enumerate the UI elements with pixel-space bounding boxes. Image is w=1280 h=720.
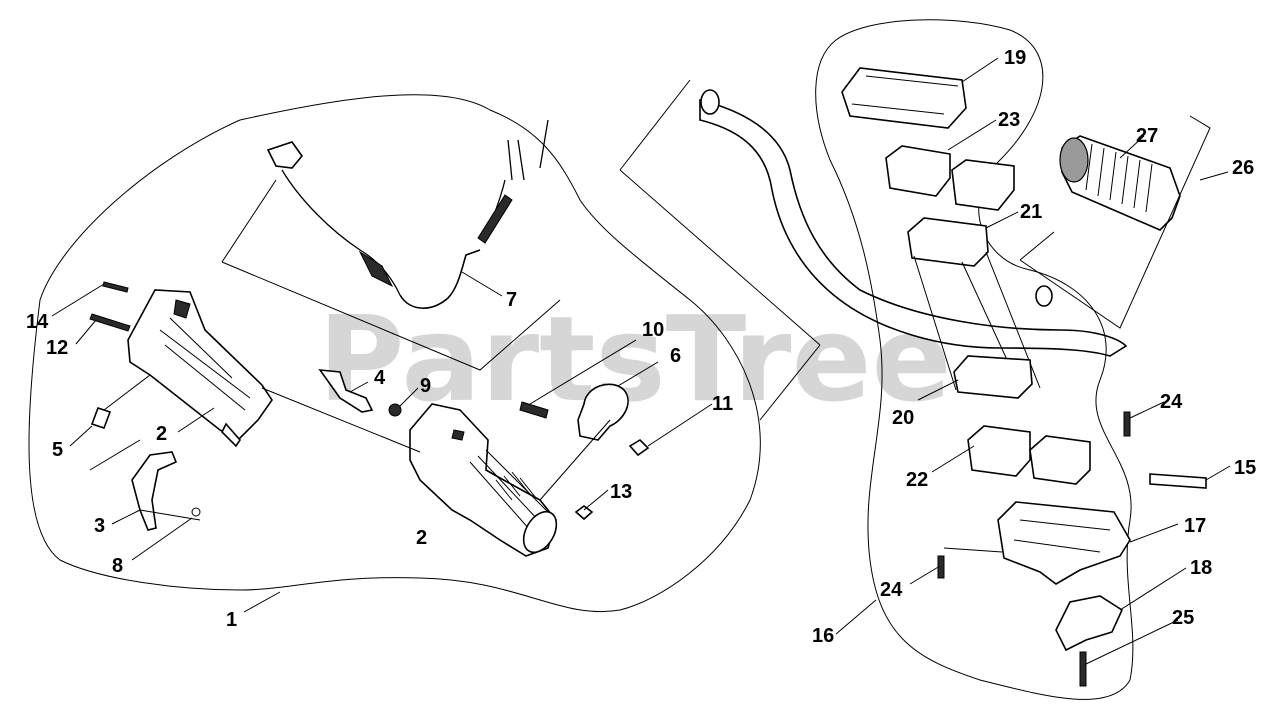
watermark: PartsTree (318, 290, 952, 428)
callout-22: 22 (906, 469, 928, 491)
callout-2-left: 2 (156, 423, 167, 445)
screw-12 (89, 313, 131, 332)
callout-6: 6 (670, 345, 681, 367)
assembly-1-boundary (28, 94, 761, 613)
screw-14 (102, 281, 129, 293)
callout-10: 10 (642, 319, 664, 341)
callout-1: 1 (226, 609, 237, 631)
callout-11: 11 (712, 393, 733, 415)
right-handle-grip (409, 403, 558, 557)
callout-18: 18 (1190, 557, 1212, 579)
callout-9: 9 (420, 375, 431, 397)
callout-17: 17 (1184, 515, 1206, 537)
nut-13 (574, 505, 594, 521)
callout-27: 27 (1136, 125, 1158, 147)
cover-19 (841, 67, 967, 129)
screw-24-upper (1123, 411, 1131, 437)
left-handle-housing (127, 289, 273, 448)
callout-4: 4 (374, 367, 386, 389)
housing-17 (997, 501, 1131, 585)
callout-26: 26 (1232, 157, 1254, 179)
nut-11 (628, 438, 650, 457)
screw-25 (1079, 651, 1087, 687)
spring-8 (191, 507, 201, 517)
clip-23-a (885, 145, 951, 197)
spring-10 (519, 401, 549, 419)
callout-21: 21 (1020, 201, 1042, 223)
callout-24-lower: 24 (880, 579, 903, 601)
leader-lines (51, 57, 1231, 665)
callout-12: 12 (46, 337, 68, 359)
grip-27 (1059, 135, 1181, 231)
callout-15: 15 (1234, 457, 1256, 479)
callout-13: 13 (610, 481, 632, 503)
switch-18 (1055, 595, 1124, 652)
callout-7: 7 (506, 289, 517, 311)
callout-8: 8 (112, 555, 123, 577)
callout-25: 25 (1172, 607, 1194, 629)
callout-20: 20 (892, 407, 914, 429)
callout-2-right: 2 (416, 527, 427, 549)
callout-3: 3 (94, 515, 105, 537)
screw-24-lower (937, 555, 945, 579)
nut-9 (388, 403, 402, 417)
callout-19: 19 (1004, 47, 1026, 69)
clamp-6 (577, 383, 629, 441)
handlebar-tube (699, 98, 1128, 357)
clamp-22-a (967, 425, 1031, 477)
callout-16: 16 (812, 625, 834, 647)
cable-group-frame (221, 179, 561, 371)
pin-5 (90, 406, 112, 430)
clip-23-b (951, 159, 1015, 211)
trigger-3 (131, 451, 178, 531)
throttle-cable (266, 119, 549, 309)
cradle-20 (953, 355, 1033, 399)
callout-14: 14 (26, 311, 49, 333)
strip-15 (1149, 473, 1207, 489)
lever-4 (318, 369, 374, 413)
callout-24-upper: 24 (1160, 391, 1183, 413)
callout-5: 5 (52, 439, 63, 461)
grip-group-frame (1019, 115, 1211, 329)
callout-23: 23 (998, 109, 1020, 131)
bracket-21 (907, 217, 989, 267)
clamp-22-b (1029, 435, 1091, 485)
